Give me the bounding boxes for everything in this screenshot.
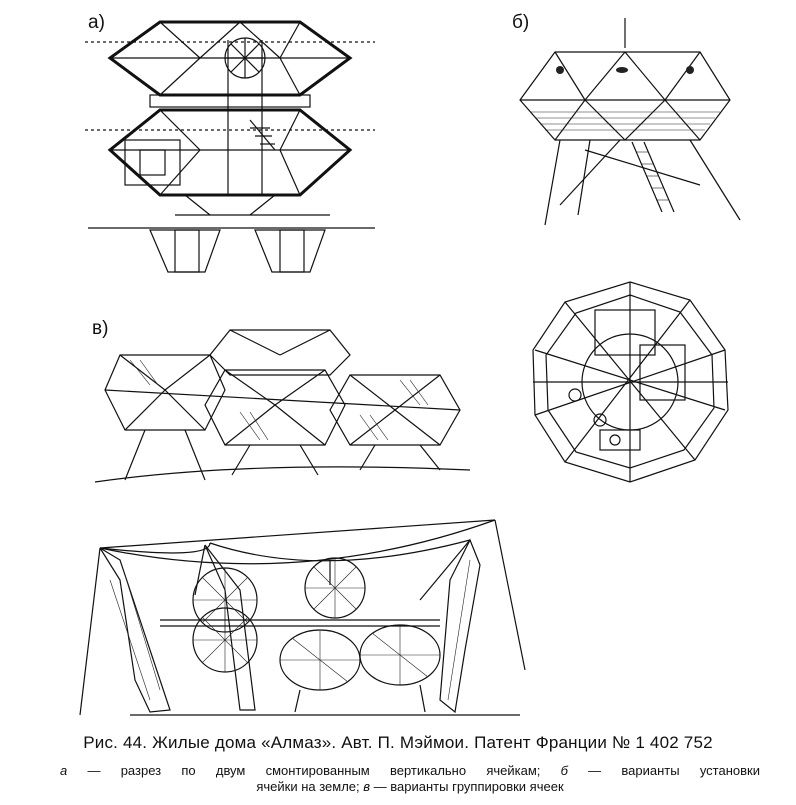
figure-drawings: а) б) в) xyxy=(79,12,741,716)
architectural-drawings xyxy=(79,18,741,716)
sphere-row-right xyxy=(279,624,441,691)
drawing-b-cell-on-legs xyxy=(519,18,741,226)
drawing-v-plan xyxy=(532,281,729,483)
sphere-lower-left xyxy=(192,607,258,673)
caption-text-a: — разрез по двум смонтированным вертикал… xyxy=(67,763,561,778)
panel-label-v: в) xyxy=(92,318,109,339)
caption-letter-b: б xyxy=(560,763,568,778)
caption-note-line-1: а — разрез по двум смонтированным вертик… xyxy=(60,763,760,779)
caption-text-b-cont: ячейки на земле; xyxy=(256,779,364,794)
drawing-a-section xyxy=(85,20,375,273)
caption-letter-a: а xyxy=(60,763,68,778)
figure-caption-note: а — разрез по двум смонтированным вертик… xyxy=(60,763,760,795)
caption-letter-v: в xyxy=(363,779,371,794)
sphere-upper-right xyxy=(304,557,366,619)
caption-text-v: — варианты группировки ячеек xyxy=(370,779,564,794)
drawing-v-suspended xyxy=(79,519,526,716)
panel-label-a: а) xyxy=(88,12,105,33)
caption-text-b: — варианты установки xyxy=(567,763,760,778)
figure-caption-title: Рис. 44. Жилые дома «Алмаз». Авт. П. Мэй… xyxy=(83,733,713,752)
caption-note-line-2: ячейки на земле; в — варианты группировк… xyxy=(60,779,760,795)
panel-label-b: б) xyxy=(512,12,530,33)
drawing-v-grouping xyxy=(94,329,471,483)
